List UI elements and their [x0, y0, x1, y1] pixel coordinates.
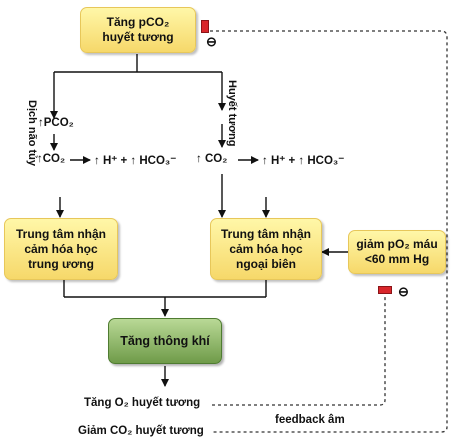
inhibit-sign-top: ⊖ [206, 34, 217, 49]
increase-ventilation-box: Tăng thông khí [108, 318, 222, 364]
output-co2: Giảm CO₂ huyết tương [78, 425, 204, 437]
peripheral-line2: cảm hóa học [229, 241, 303, 256]
output-o2: Tăng O₂ huyết tương [84, 397, 201, 409]
peripheral-line1: Trung tâm nhận [221, 226, 311, 241]
central-line1: Trung tâm nhận [16, 226, 106, 241]
peripheral-line3: ngoại biên [236, 256, 296, 271]
csf-pco2: ↑PCO₂ [38, 117, 74, 129]
plasma-label: Huyết tương [226, 80, 238, 147]
increase-pco2-line1: Tăng pCO₂ [106, 15, 170, 29]
low-po2-box: giảm pO₂ máu <60 mm Hg [348, 230, 446, 274]
central-line2: cảm hóa học [24, 241, 98, 256]
increase-pco2-line2: huyết tương [102, 30, 174, 44]
peripheral-chemoreceptor-box: Trung tâm nhận cảm hóa học ngoại biên [210, 218, 322, 280]
central-chemoreceptor-box: Trung tâm nhận cảm hóa học trung ương [4, 218, 118, 280]
plasma-co2: ↑ CO₂ [196, 153, 228, 165]
feedback-label: feedback âm [275, 414, 345, 426]
csf-co2: ↑CO₂ [37, 153, 66, 165]
increase-pco2-box: Tăng pCO₂ huyết tương [80, 7, 196, 53]
ventilation-label: Tăng thông khí [120, 333, 210, 348]
low-po2-line2: <60 mm Hg [364, 252, 430, 266]
inhibitor-block-top [201, 20, 209, 33]
central-line3: trung ương [28, 256, 94, 271]
low-po2-line1: giảm pO₂ máu [356, 237, 438, 251]
csf-products: ↑ H⁺ + ↑ HCO₃⁻ [94, 155, 177, 167]
inhibitor-block-po2 [378, 286, 392, 294]
plasma-products: ↑ H⁺ + ↑ HCO₃⁻ [262, 155, 345, 167]
inhibit-sign-po2: ⊖ [398, 284, 409, 299]
